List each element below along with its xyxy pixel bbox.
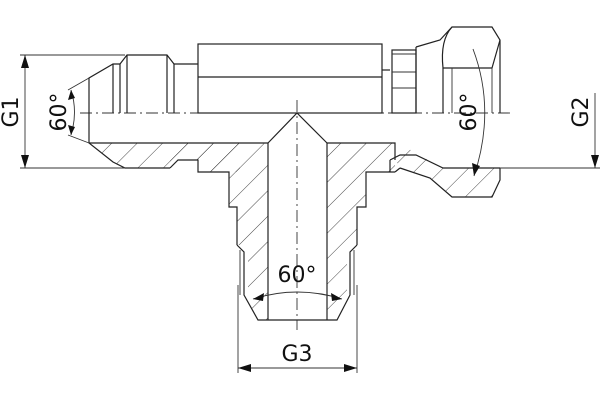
dimension-g1: G1 bbox=[0, 54, 125, 169]
angle-bottom-cone: 60° bbox=[252, 263, 343, 301]
dimension-g2: G2 bbox=[500, 93, 600, 169]
swivel-nut bbox=[389, 26, 501, 198]
right-angle-label: 60° bbox=[457, 93, 482, 132]
body-hex bbox=[197, 43, 390, 114]
g2-label: G2 bbox=[569, 96, 594, 127]
body-section bbox=[169, 112, 396, 320]
centerlines bbox=[80, 100, 510, 330]
angle-left-cone: 60° bbox=[47, 77, 90, 144]
g3-label: G3 bbox=[281, 342, 312, 367]
g1-label: G1 bbox=[0, 96, 24, 127]
bottom-angle-label: 60° bbox=[278, 263, 317, 288]
angle-nut: 60° bbox=[457, 48, 486, 177]
bottom-branch bbox=[236, 244, 358, 321]
dimension-g3: G3 bbox=[237, 285, 358, 373]
left-angle-label: 60° bbox=[47, 93, 72, 132]
